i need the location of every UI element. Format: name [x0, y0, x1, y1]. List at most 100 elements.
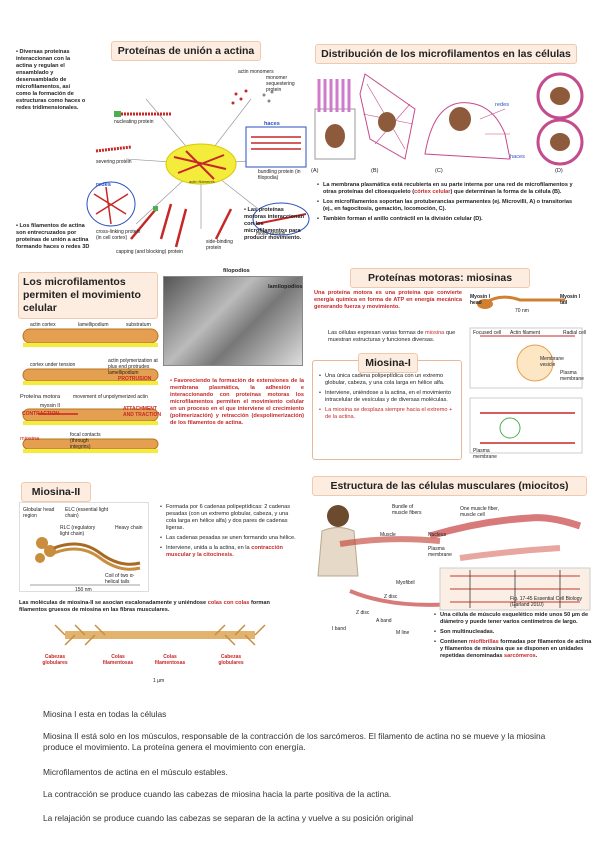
label-150nm: 150 nm: [75, 587, 92, 593]
label-radial-cell: Radial cell: [563, 330, 587, 336]
distribution-bullet-3: También forman el anillo contráctil en l…: [317, 216, 579, 223]
myosin2-title: Miosina-II: [21, 482, 91, 502]
label-filopodios: filopodios: [223, 268, 250, 274]
actin-binding-diagram: actin filaments: [86, 89, 310, 248]
myosin2-bullet-2: Las cadenas pesadas se unen formando una…: [160, 535, 298, 542]
label-myosin2: myosin II: [40, 403, 61, 409]
label-cortex-tension: cortex under tension: [30, 362, 76, 368]
label-1um: 1 µm: [153, 678, 165, 684]
letter-d: (D): [555, 168, 563, 174]
myosin2-bullet-3: Interviene, unida a la actina, en la con…: [160, 545, 298, 559]
label-fig-ref: Fig. 17-45 Essential Cell Biology (Garla…: [510, 596, 582, 608]
label-focused-cell: Focused cell: [473, 330, 502, 336]
myosin2-diagram: [30, 537, 141, 586]
label-lamilopodios: lamilopodios: [268, 284, 303, 290]
myosin1-title: Miosina-I: [358, 353, 418, 373]
distribution-bullet-2: Los microfilamentos soportan las protube…: [317, 199, 579, 213]
label-plasma-membrane: Plasma membrane: [560, 370, 584, 382]
label-nucleating: nucleating protein: [114, 119, 154, 125]
motor-sub: Las células expresan varias formas de mi…: [328, 330, 456, 343]
label-heads-2: Cabezas globulares: [218, 654, 244, 666]
label-polymerization: actin polymerization at plus end protrud…: [108, 358, 158, 376]
label-mline: M line: [396, 630, 410, 636]
myosin2-figure: Globular head region ELC (essential ligh…: [19, 502, 149, 593]
myosin1-bullet-2: Interviene, uniéndose a la actina, en el…: [319, 390, 459, 404]
myocytes-bullets: Una célula de músculo esquelético mide u…: [434, 612, 592, 663]
label-heads-1: Cabezas globulares: [42, 654, 68, 666]
actin-binding-title: Proteínas de unión a actina: [111, 41, 261, 61]
note-4: La contracción se produce cuando las cab…: [43, 789, 392, 799]
label-miosina: miosina: [20, 436, 40, 442]
myocytes-bullet-1: Una célula de músculo esquelético mide u…: [434, 612, 592, 626]
label-attachment: ATTACHMENT AND TRACTION: [123, 406, 162, 418]
label-globular-head: Globular head region: [23, 507, 55, 519]
letter-b: (B): [371, 168, 379, 174]
label-actin-filament: Actin filament: [510, 330, 541, 336]
section-distribution: Distribución de los microfilamentos en l…: [305, 44, 585, 254]
myosin2-bullet-1: Formada por 6 cadenas polipeptídicas: 2 …: [160, 504, 298, 532]
motor-intro: Una proteína motora es una proteína que …: [314, 290, 462, 310]
section-motor-proteins: Proteínas motoras: miosinas Una proteína…: [310, 268, 590, 468]
label-tails-2: Colas filamentosas: [154, 654, 186, 666]
label-zdisc: Z disc: [384, 594, 398, 600]
sem-photo: [163, 276, 303, 366]
label-crosslinking: cross-linking protein (in cell cortex): [96, 229, 141, 241]
label-side-binding: side-binding protein: [206, 239, 233, 251]
label-membrane-vesicle: Membrane vesicle: [540, 356, 564, 368]
section-cell-movement: Los microfilamentos permiten el movimien…: [18, 268, 308, 470]
label-myofibril: Myofibril: [396, 580, 415, 586]
thick-filament-diagram: [54, 624, 266, 646]
label-motor-protein: motor protein: [256, 231, 286, 237]
distribution-title: Distribución de los microfilamentos en l…: [315, 44, 577, 64]
myosin1-bullets: Una única cadena polipeptídica con un ex…: [319, 373, 459, 424]
note-2: Miosina II está solo en los músculos, re…: [43, 731, 546, 752]
label-plasma: Plasma membrane: [428, 546, 452, 558]
label-actin-monomers: actin monomers: [238, 69, 274, 75]
myosin1-bullet-1: Una única cadena polipeptídica con un ex…: [319, 373, 459, 387]
note-5: La relajación se produce cuando las cabe…: [43, 813, 414, 823]
myosin2-bottom: Las moléculas de miosina-II se asocian e…: [19, 600, 270, 613]
label-lamellipodium: lamellipodium: [78, 322, 109, 328]
label-contraction: CONTRACTION: [22, 411, 59, 417]
label-sequestering: monomer sequestering protein: [266, 75, 295, 93]
myocytes-bullet-2: Son multinucleadas.: [434, 629, 592, 636]
motor-title: Proteínas motoras: miosinas: [350, 268, 530, 288]
label-zdisc-2: Z disc: [356, 610, 370, 616]
movement-diagram: [22, 328, 159, 453]
label-plasma-membrane-2: Plasma membrane: [473, 448, 497, 460]
myosin2-bullets: Formada por 6 cadenas polipeptídicas: 2 …: [160, 504, 298, 562]
label-redes: redes: [96, 182, 111, 188]
distribution-bullets: La membrana plasmática está recubierta e…: [317, 182, 579, 226]
label-severing: severing protein: [96, 159, 132, 165]
distribution-diagram: [314, 72, 584, 166]
myosin1-diagram: [469, 295, 583, 454]
svg-text:actin filaments: actin filaments: [189, 179, 215, 184]
actin-binding-intro: • Diversas proteínas interaccionan con l…: [16, 49, 86, 111]
label-nucleus: Nucleus: [428, 532, 447, 538]
myocytes-bullet-3: Contienen miofibrillas formadas por fila…: [434, 639, 592, 660]
label-heavy-chain: Heavy chain: [115, 525, 143, 531]
note-1: Miosina I esta en todas la células: [43, 709, 167, 719]
label-myosin1-head: Myosin I head: [470, 294, 491, 306]
label-elc: ELC (essential light chain): [65, 507, 109, 519]
actin-binding-outro: • Los filamentos de actina son entrecruz…: [16, 223, 90, 250]
label-actin-cortex: actin cortex: [30, 322, 56, 328]
myocytes-title: Estructura de las células musculares (mi…: [312, 476, 587, 496]
actin-binding-motor: • Las proteínas motoras interaccionan co…: [244, 207, 304, 241]
label-iband: I band: [332, 626, 346, 632]
label-unpolymerized: movement of unpolymerized actin: [73, 394, 148, 400]
section-myocytes: Estructura de las células musculares (mi…: [310, 476, 595, 691]
label-substratum: substratum: [126, 322, 151, 328]
letter-a: (A): [311, 168, 319, 174]
label-muscle: Muscle: [380, 532, 396, 538]
movement-text: • Favoreciendo la formación de extension…: [170, 378, 304, 426]
section-actin-binding: Proteínas de unión a actina • Diversas p…: [15, 38, 310, 260]
distribution-bullet-1: La membrana plasmática está recubierta e…: [317, 182, 579, 196]
label-focal: focal contacts (through integrins): [70, 432, 101, 450]
label-bundle: Bundle of muscle fibers: [392, 504, 422, 516]
myocytes-diagram: [317, 505, 591, 611]
label-motor-protein-move: Proteína motora: [20, 394, 61, 400]
label-myosin1-tail: Myosin I tail: [560, 294, 581, 306]
label-coil: Coil of two α-helical tails: [105, 573, 135, 585]
label-capping: capping (and blocking) protein: [116, 249, 183, 255]
